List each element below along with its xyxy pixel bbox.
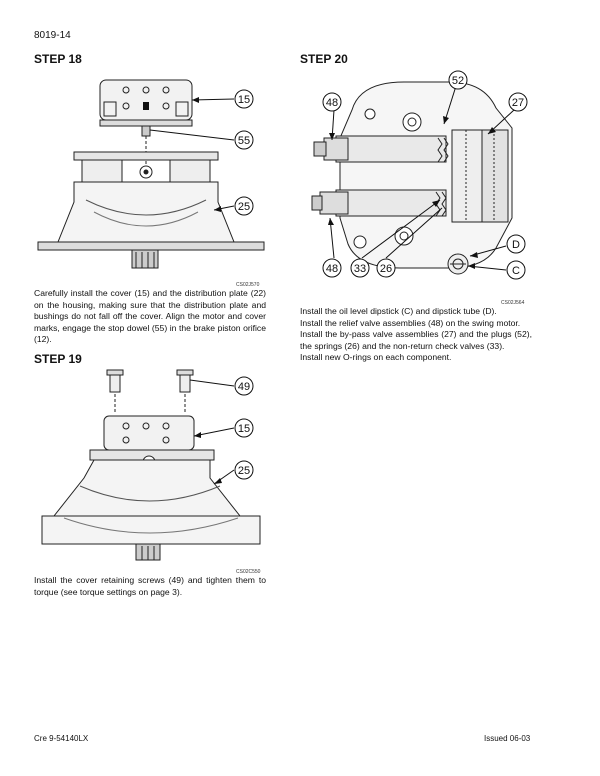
page-number: 8019-14: [34, 30, 71, 41]
step-20-figure: 52 48 27 D 48 33 26 C: [311, 70, 528, 280]
callout-25: 25: [238, 201, 250, 213]
callout-26: 26: [380, 263, 392, 275]
callout-48-bottom: 48: [326, 263, 338, 275]
step-20-line-1: Install the oil level dipstick (C) and d…: [300, 306, 497, 316]
step-18-text: Carefully install the cover (15) and the…: [34, 288, 266, 345]
step-20-text: Install the oil level dipstick (C) and d…: [300, 306, 532, 364]
step-18-figure-code: CS02J570: [236, 282, 260, 288]
footer-issue-date: Issued 06-03: [484, 734, 531, 743]
callout-55: 55: [238, 135, 250, 147]
step-20-title: STEP 20: [300, 52, 348, 66]
step-20-figure-code: CS02J564: [501, 300, 525, 306]
step-19-text: Install the cover retaining screws (49) …: [34, 575, 266, 597]
callout-48-top: 48: [326, 97, 338, 109]
step-20-line-3: Install the by-pass valve assemblies (27…: [300, 329, 532, 351]
step-19-figure: 49 15 25: [41, 369, 261, 561]
footer-document-code: Cre 9-54140LX: [34, 734, 89, 743]
callout-d: D: [512, 239, 520, 251]
callout-15: 15: [238, 94, 250, 106]
callout-c: C: [512, 265, 520, 277]
step-19-figure-code: CS02C550: [236, 569, 261, 575]
callout-49: 49: [238, 381, 250, 393]
callout-52: 52: [452, 75, 464, 87]
callout-25: 25: [238, 465, 250, 477]
step-19-title: STEP 19: [34, 352, 82, 366]
step-18-title: STEP 18: [34, 52, 82, 66]
step-18-figure: 15 55 25: [37, 79, 265, 269]
step-20-line-4: Install new O-rings on each component.: [300, 352, 452, 363]
step-20-line-2: Install the relief valve assemblies (48)…: [300, 317, 521, 328]
callout-15: 15: [238, 423, 250, 435]
callout-27: 27: [512, 97, 524, 109]
callout-33: 33: [354, 263, 366, 275]
